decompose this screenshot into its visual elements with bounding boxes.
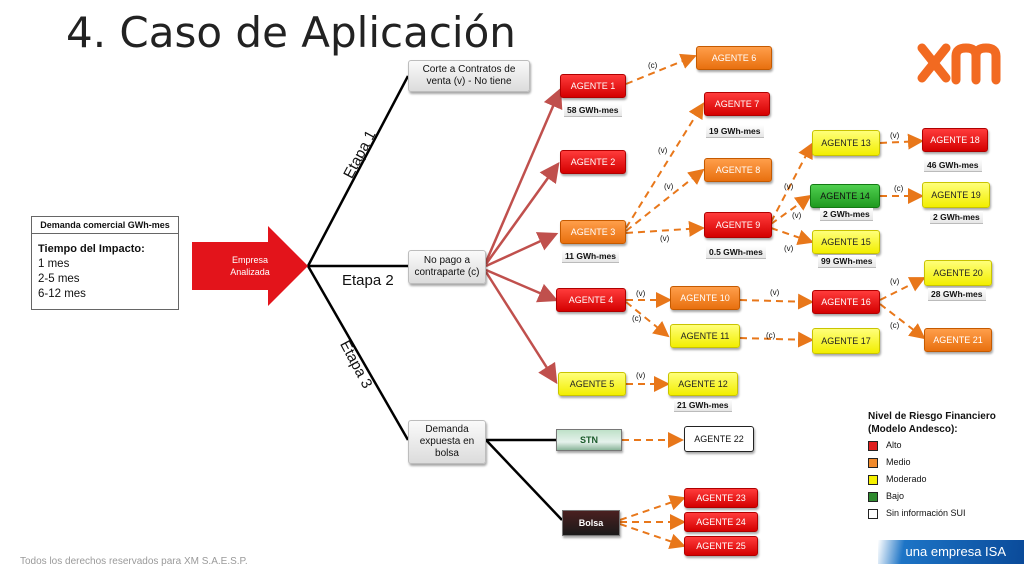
risk-item-moderado: Moderado <box>868 474 927 485</box>
risk-label: Sin información SUI <box>886 508 966 518</box>
tag-v: (v) <box>890 277 900 286</box>
agent-25: AGENTE 25 <box>684 536 758 556</box>
legend-header: Demanda comercial GWh-mes <box>32 217 178 234</box>
value-agent-12: 21 GWh-mes <box>674 399 732 412</box>
risk-swatch <box>868 457 878 468</box>
value-agent-20: 28 GWh-mes <box>928 288 986 301</box>
empresa-arrow-shape <box>192 226 308 306</box>
risk-item-alto: Alto <box>868 440 902 451</box>
risk-label: Bajo <box>886 491 905 501</box>
risk-swatch <box>868 474 878 485</box>
tag-v: (v) <box>636 371 646 380</box>
footer-copyright: Todos los derechos reservados para XM S.… <box>20 556 248 567</box>
agent-4: AGENTE 4 <box>556 288 626 312</box>
tag-c: (c) <box>890 321 900 330</box>
value-agent-3: 11 GWh-mes <box>562 250 620 263</box>
stage-2-label: Etapa 2 <box>342 272 394 289</box>
value-agent-18: 46 GWh-mes <box>924 159 982 172</box>
agent-21: AGENTE 21 <box>924 328 992 352</box>
agent-18: AGENTE 18 <box>922 128 988 152</box>
tag-c: (c) <box>766 331 776 340</box>
value-agent-15: 99 GWh-mes <box>818 255 876 268</box>
risk-label: Alto <box>886 440 902 450</box>
risk-label: Moderado <box>886 474 927 484</box>
agent-23: AGENTE 23 <box>684 488 758 508</box>
agent-3: AGENTE 3 <box>560 220 626 244</box>
risk-swatch <box>868 491 878 502</box>
bolsa-node: Bolsa <box>562 510 620 536</box>
value-agent-9: 0.5 GWh-mes <box>706 246 766 259</box>
tag-v: (v) <box>784 182 794 191</box>
agent-10: AGENTE 10 <box>670 286 740 310</box>
tag-v: (v) <box>660 234 670 243</box>
legend-row-2-5mes: 2-5 mes <box>38 273 80 285</box>
legend-row-6-12mes: 6-12 mes <box>38 288 86 300</box>
isa-tagline: una empresa ISA <box>878 540 1024 564</box>
tag-v: (v) <box>664 182 674 191</box>
value-agent-1: 58 GWh-mes <box>564 104 622 117</box>
corte-contratos-box: Corte a Contratos de venta (v) - No tien… <box>408 60 530 92</box>
agent-8: AGENTE 8 <box>704 158 772 182</box>
tag-v: (v) <box>636 289 646 298</box>
tag-c: (c) <box>894 184 904 193</box>
agent-22: AGENTE 22 <box>684 426 754 452</box>
risk-item-medio: Medio <box>868 457 911 468</box>
risk-item-sin-info: Sin información SUI <box>868 508 966 519</box>
agent-15: AGENTE 15 <box>812 230 880 254</box>
tag-v: (v) <box>890 131 900 140</box>
agent-6: AGENTE 6 <box>696 46 772 70</box>
agent-9: AGENTE 9 <box>704 212 772 238</box>
risk-swatch <box>868 508 878 519</box>
impact-time-legend: Demanda comercial GWh-mes Tiempo del Imp… <box>31 216 179 310</box>
agent-2: AGENTE 2 <box>560 150 626 174</box>
value-agent-19: 2 GWh-mes <box>930 211 983 224</box>
value-agent-14: 2 GWh-mes <box>820 208 873 221</box>
agent-1: AGENTE 1 <box>560 74 626 98</box>
agent-5: AGENTE 5 <box>558 372 626 396</box>
agent-12: AGENTE 12 <box>668 372 738 396</box>
agent-13: AGENTE 13 <box>812 130 880 156</box>
tag-v: (v) <box>784 244 794 253</box>
agent-19: AGENTE 19 <box>922 182 990 208</box>
demanda-bolsa-box: Demanda expuesta en bolsa <box>408 420 486 464</box>
no-pago-box: No pago a contraparte (c) <box>408 250 486 284</box>
risk-legend-title: Nivel de Riesgo Financiero (Modelo Andes… <box>868 411 996 435</box>
risk-label: Medio <box>886 457 911 467</box>
tag-c: (c) <box>632 314 642 323</box>
agent-7: AGENTE 7 <box>704 92 770 116</box>
agent-20: AGENTE 20 <box>924 260 992 286</box>
agent-14: AGENTE 14 <box>810 184 880 208</box>
agent-11: AGENTE 11 <box>670 324 740 348</box>
agent-24: AGENTE 24 <box>684 512 758 532</box>
tag-v: (v) <box>658 146 668 155</box>
risk-swatch <box>868 440 878 451</box>
tag-v: (v) <box>770 288 780 297</box>
agent-17: AGENTE 17 <box>812 328 880 354</box>
tag-c: (c) <box>648 61 658 70</box>
tag-v: (v) <box>792 211 802 220</box>
empresa-analizada-label: Empresa Analizada <box>230 255 270 277</box>
page-title: 4. Caso de Aplicación <box>66 8 516 57</box>
legend-row-1mes: 1 mes <box>38 258 70 270</box>
agent-16: AGENTE 16 <box>812 290 880 314</box>
legend-subtitle: Tiempo del Impacto: <box>38 243 145 255</box>
value-agent-7: 19 GWh-mes <box>706 125 764 138</box>
xm-logo <box>917 43 1001 85</box>
stn-node: STN <box>556 429 622 451</box>
risk-item-bajo: Bajo <box>868 491 904 502</box>
